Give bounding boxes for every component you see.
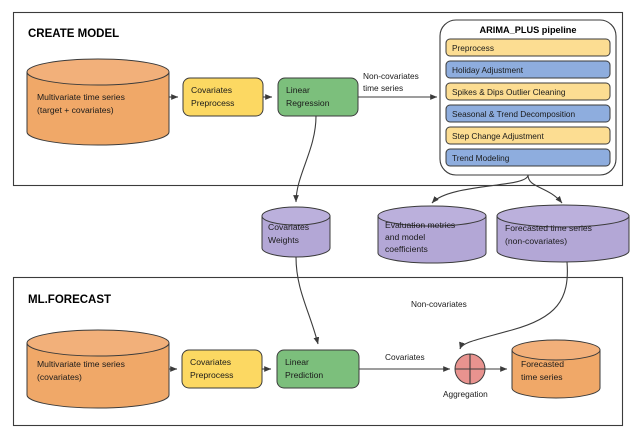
- pipeline-stage: Step Change Adjustment: [445, 126, 611, 145]
- arima-plus-pipeline-title: ARIMA_PLUS pipeline: [480, 25, 577, 35]
- pipeline-stage: Trend Modeling: [445, 148, 611, 167]
- create-model-title: CREATE MODEL: [28, 28, 119, 40]
- create-model-preprocess-line2: Preprocess: [191, 98, 234, 108]
- aggregation-label: Aggregation: [443, 389, 488, 399]
- edge-non-covariates-label-line2: time series: [363, 83, 403, 93]
- pipeline-stage-label: Spikes & Dips Outlier Cleaning: [452, 87, 566, 97]
- edge-covariates-label: Covariates: [385, 352, 425, 362]
- edge-pipeline-to-forecast: [527, 174, 563, 204]
- evaluation-metrics-line2: and model: [385, 232, 425, 242]
- covariates-weights-line2: Weights: [268, 235, 299, 245]
- forecasted-non-covariates-cylinder: Forecasted time series (non-covariates): [496, 204, 630, 263]
- ml-forecast-preprocess-line2: Preprocess: [190, 370, 233, 380]
- pipeline-stage: Seasonal & Trend Decomposition: [445, 104, 611, 123]
- create-model-source-cylinder: Multivariate time series (target + covar…: [26, 58, 170, 146]
- ml-forecast-source-cylinder: Multivariate time series (covariates): [26, 329, 170, 409]
- edge-pipeline-to-evaluation: [431, 174, 529, 204]
- ml-forecast-section: [12, 276, 624, 427]
- forecasted-non-covariates-line2: (non-covariates): [505, 236, 567, 246]
- ml-forecast-title: ML.FORECAST: [28, 294, 111, 306]
- pipeline-stage-label: Trend Modeling: [452, 153, 510, 163]
- edge-non-covariates-to-aggregation: [459, 261, 568, 350]
- evaluation-metrics-line1: Evaluation metrics: [385, 220, 455, 230]
- linear-prediction-line1: Linear: [285, 357, 309, 367]
- evaluation-metrics-line3: coefficients: [385, 244, 428, 254]
- ml-forecast-source-line1: Multivariate time series: [37, 359, 125, 369]
- arima-plus-pipeline: ARIMA_PLUS pipeline Preprocess Holiday A…: [439, 19, 617, 176]
- pipeline-stage-label: Step Change Adjustment: [452, 131, 544, 141]
- create-model-preprocess-line1: Covariates: [191, 85, 232, 95]
- edge-non-covariates-label-line1: Non-covariates: [363, 71, 419, 81]
- covariates-weights-cylinder: Covariates Weights: [261, 206, 331, 258]
- edge-weights-to-prediction: [295, 256, 320, 345]
- pipeline-stage: Spikes & Dips Outlier Cleaning: [445, 82, 611, 101]
- ml-forecast-source-line2: (covariates): [37, 372, 82, 382]
- create-model-preprocess-box: Covariates Preprocess: [182, 77, 264, 117]
- ml-forecast-output-line2: time series: [521, 372, 563, 382]
- forecasted-non-covariates-line1: Forecasted time series: [505, 223, 592, 233]
- ml-forecast-preprocess-box: Covariates Preprocess: [181, 349, 263, 389]
- create-model-source-line1: Multivariate time series: [37, 92, 125, 102]
- create-model-section: [12, 11, 624, 187]
- pipeline-stage-label: Seasonal & Trend Decomposition: [452, 109, 576, 119]
- linear-prediction-box: Linear Prediction: [276, 349, 360, 389]
- covariates-weights-line1: Covariates: [268, 222, 309, 232]
- evaluation-metrics-cylinder: Evaluation metrics and model coefficient…: [377, 205, 487, 264]
- edge-regression-to-weights: [293, 115, 317, 203]
- edge-non-covariates-bottom-label: Non-covariates: [411, 299, 467, 309]
- pipeline-stage-label: Preprocess: [452, 43, 494, 53]
- ml-forecast-output-line1: Forecasted: [521, 359, 564, 369]
- linear-regression-line1: Linear: [286, 85, 310, 95]
- ml-forecast-preprocess-line1: Covariates: [190, 357, 231, 367]
- pipeline-stage-label: Holiday Adjustment: [452, 65, 524, 75]
- create-model-source-line2: (target + covariates): [37, 105, 114, 115]
- linear-prediction-line2: Prediction: [285, 370, 323, 380]
- aggregation-node: [454, 353, 486, 385]
- pipeline-stage: Preprocess: [445, 38, 611, 57]
- ml-forecast-output-cylinder: Forecasted time series: [511, 339, 601, 399]
- linear-regression-line2: Regression: [286, 98, 330, 108]
- pipeline-stage: Holiday Adjustment: [445, 60, 611, 79]
- linear-regression-box: Linear Regression: [277, 77, 359, 117]
